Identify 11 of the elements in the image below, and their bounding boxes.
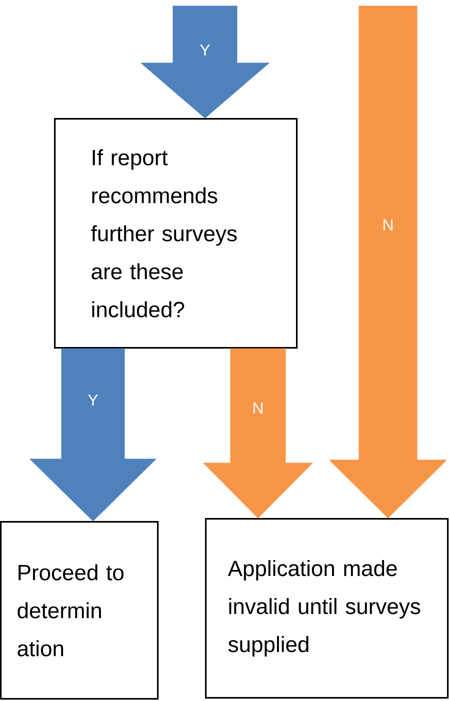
edge-label: Y — [88, 394, 98, 406]
block-arrow — [329, 6, 447, 518]
edge-label: N — [254, 402, 262, 414]
process-box: If report recommends further surveys are these included? — [54, 118, 298, 349]
process-box: Proceed to determin ation — [0, 521, 159, 700]
block-arrow — [140, 6, 270, 118]
block-arrow — [30, 348, 156, 522]
process-box: Application made invalid until surveys supplied — [205, 518, 449, 699]
edge-label: N — [384, 220, 392, 230]
edge-label: Y — [200, 44, 210, 56]
block-arrow — [203, 348, 313, 518]
